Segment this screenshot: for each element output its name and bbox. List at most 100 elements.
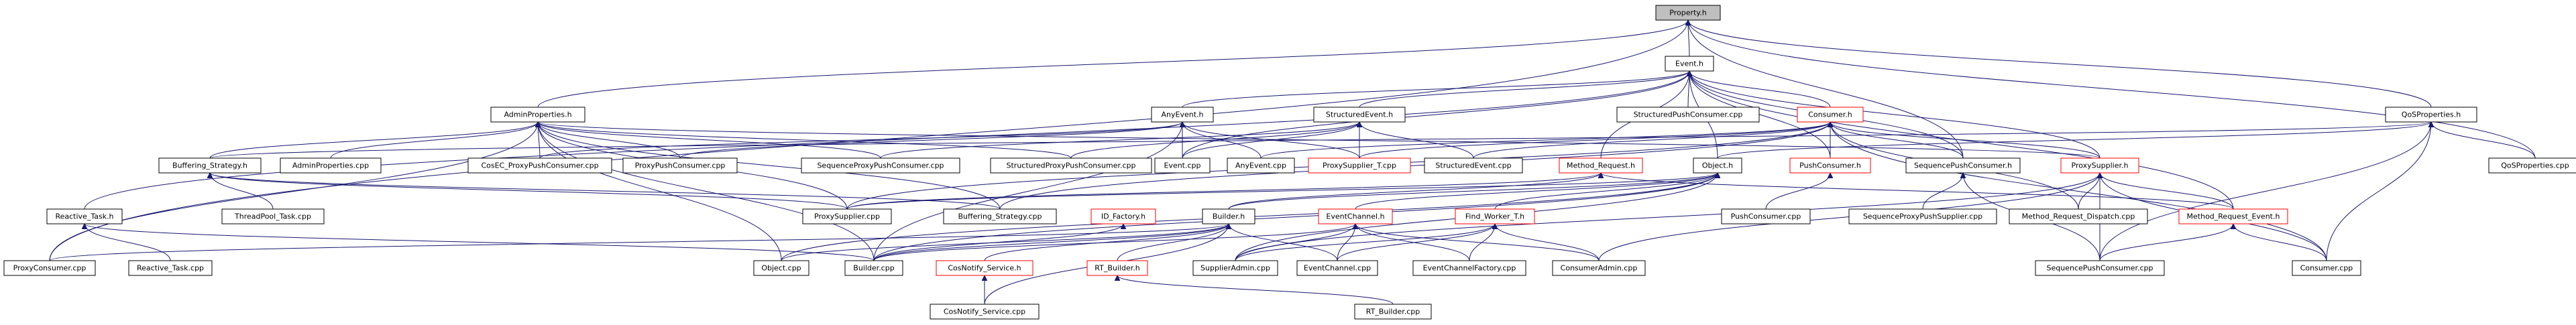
node-box [1905,157,2021,174]
node-buffering-strategy-h[interactable]: Buffering_Strategy.h [158,157,262,174]
node-property-h[interactable]: Property.h [1655,5,1721,21]
node-eventchannel-cpp[interactable]: EventChannel.cpp [1296,260,1378,276]
node-label: Method_Request_Dispatch.cpp [2022,212,2135,221]
node-proxysupplier-cpp[interactable]: ProxySupplier.cpp [802,208,892,224]
node-box [1797,107,1864,123]
node-box [2178,208,2288,224]
edge-eventchannel_h-to-object_h [1355,172,1718,210]
edge-buffering_strategy_h-to-adminproperties_h [209,121,538,159]
node-label: Object.h [1702,161,1733,170]
node-box [2009,208,2148,224]
node-buffering-strategy-cpp[interactable]: Buffering_Strategy.cpp [943,208,1057,224]
node-object-cpp[interactable]: Object.cpp [753,260,809,276]
node-cosnotify-service-cpp[interactable]: CosNotify_Service.cpp [930,304,1040,320]
node-consumeradmin-cpp[interactable]: ConsumerAdmin.cpp [1552,260,1646,276]
node-label: SequencePushConsumer.cpp [2047,264,2153,273]
node-sequenceproxypushconsumer-cpp[interactable]: SequenceProxyPushConsumer.cpp [801,157,960,174]
edge-consumer_cpp-to-consumer_h [1830,122,2327,261]
node-builder-h[interactable]: Builder.h [1202,208,1255,224]
node-object-h[interactable]: Object.h [1693,157,1742,174]
node-structuredevent-h[interactable]: StructuredEvent.h [1313,107,1406,123]
edge-sequenceproxypushconsumer_cpp-to-adminproperties_h [538,121,881,159]
node-cosnotify-service-h[interactable]: CosNotify_Service.h [936,260,1033,276]
node-label: EventChannel.cpp [1304,264,1371,273]
node-consumer-cpp[interactable]: Consumer.cpp [2292,260,2361,276]
node-label: Method_Request_Event.h [2187,212,2280,221]
edge-proxyconsumer_cpp-to-property_h [49,20,1688,261]
node-box [943,208,1057,224]
node-find-worker-t-h[interactable]: Find_Worker_T.h [1455,208,1535,224]
node-box [2385,107,2477,123]
edge-pushconsumer_h-to-event_h [1689,71,1831,159]
node-sequencepushconsumer-cpp[interactable]: SequencePushConsumer.cpp [2035,260,2165,276]
edge-consumeradmin_cpp-to-find_worker_t_h [1495,223,1600,261]
node-proxysupplier-h[interactable]: ProxySupplier.h [2060,157,2139,174]
node-structuredevent-cpp[interactable]: StructuredEvent.cpp [1424,157,1523,174]
node-proxysupplier-t-cpp[interactable]: ProxySupplier_T.cpp [1308,157,1411,174]
node-proxypushconsumer-cpp[interactable]: ProxyPushConsumer.cpp [622,157,738,174]
edge-proxypushconsumer_cpp-to-anyevent_h [679,121,1182,159]
edge-object_cpp-to-adminproperties_h [538,122,782,261]
node-eventchannelfactory-cpp[interactable]: EventChannelFactory.cpp [1412,260,1526,276]
node-reactive-task-cpp[interactable]: Reactive_Task.cpp [128,260,213,276]
node-builder-cpp[interactable]: Builder.cpp [844,260,903,276]
node-label: Method_Request.h [1567,161,1635,170]
node-box [1693,157,1742,174]
node-adminproperties-h[interactable]: AdminProperties.h [490,107,585,123]
node-label: CosEC_ProxyPushConsumer.cpp [481,161,598,170]
node-method-request-h[interactable]: Method_Request.h [1559,157,1643,174]
node-box [622,157,738,174]
edge-threadpool_task_cpp-to-buffering_strategy_h [210,172,274,210]
edge-builder_cpp-to-object_h [873,173,1718,261]
node-threadpool-task-cpp[interactable]: ThreadPool_Task.cpp [221,208,325,224]
node-pushconsumer-cpp[interactable]: PushConsumer.cpp [1721,208,1811,224]
edge-method_request_event_h-to-method_request_h [1601,172,2234,210]
node-label: Find_Worker_T.h [1465,212,1524,221]
edge-event_cpp-to-structuredevent_h [1182,121,1359,159]
node-label: Consumer.cpp [2300,264,2353,273]
node-method-request-event-h[interactable]: Method_Request_Event.h [2178,208,2288,224]
node-anyevent-h[interactable]: AnyEvent.h [1151,107,1214,123]
node-sequenceproxypushsupplier-cpp[interactable]: SequenceProxyPushSupplier.cpp [1848,208,1997,224]
edge-structuredproxypushconsumer_cpp-to-adminproperties_h [538,121,1072,159]
edge-cosec_proxypushconsumer_cpp-to-anyevent_h [539,121,1182,159]
node-reactive-task-h[interactable]: Reactive_Task.h [46,208,123,224]
node-anyevent-cpp[interactable]: AnyEvent.cpp [1227,157,1295,174]
edge-structuredevent_cpp-to-consumer_h [1473,121,1830,159]
node-consumer-h[interactable]: Consumer.h [1797,107,1864,123]
edge-builder_h-to-method_request_h [1228,172,1601,210]
node-event-h[interactable]: Event.h [1665,56,1714,72]
node-structuredproxypushconsumer-cpp[interactable]: StructuredProxyPushConsumer.cpp [990,157,1152,174]
node-eventchannel-h[interactable]: EventChannel.h [1318,208,1393,224]
node-label: SequenceProxyPushSupplier.cpp [1863,212,1982,221]
node-supplieradmin-cpp[interactable]: SupplierAdmin.cpp [1192,260,1278,276]
node-qosproperties-cpp[interactable]: QoSProperties.cpp [2488,157,2576,174]
node-id-factory-h[interactable]: ID_Factory.h [1090,208,1156,224]
node-structuredpushconsumer-cpp[interactable]: StructuredPushConsumer.cpp [1616,107,1760,123]
edge-structuredevent_cpp-to-structuredevent_h [1359,121,1474,159]
node-rt-builder-cpp[interactable]: RT_Builder.cpp [1354,304,1432,320]
node-proxyconsumer-cpp[interactable]: ProxyConsumer.cpp [3,260,96,276]
edge-anyevent_cpp-to-consumer_h [1260,121,1830,159]
node-box [1086,260,1148,276]
node-box [46,208,123,224]
edge-sequencepushconsumer_h-to-consumer_h [1830,121,1964,159]
node-box [1552,260,1646,276]
node-box [2292,260,2361,276]
node-adminproperties-cpp[interactable]: AdminProperties.cpp [280,157,382,174]
node-cosec-proxypushconsumer-cpp[interactable]: CosEC_ProxyPushConsumer.cpp [467,157,612,174]
node-label: Buffering_Strategy.h [172,161,247,170]
node-sequencepushconsumer-h[interactable]: SequencePushConsumer.h [1905,157,2021,174]
edge-supplieradmin_cpp-to-eventchannel_h [1235,223,1355,261]
edge-eventchannel_cpp-to-find_worker_t_h [1337,223,1495,261]
edge-consumer_h-to-event_h [1689,70,1831,108]
edge-buffering_strategy_cpp-to-consumer_h [999,122,1830,210]
node-label: PushConsumer.cpp [1731,212,1801,221]
edge-qosproperties_cpp-to-qosproperties_h [2431,121,2536,159]
node-label: QoSProperties.cpp [2501,161,2569,170]
node-rt-builder-h[interactable]: RT_Builder.h [1086,260,1148,276]
node-method-request-dispatch-cpp[interactable]: Method_Request_Dispatch.cpp [2009,208,2148,224]
node-pushconsumer-h[interactable]: PushConsumer.h [1789,157,1871,174]
node-event-cpp[interactable]: Event.cpp [1154,157,1211,174]
node-qosproperties-h[interactable]: QoSProperties.h [2385,107,2477,123]
